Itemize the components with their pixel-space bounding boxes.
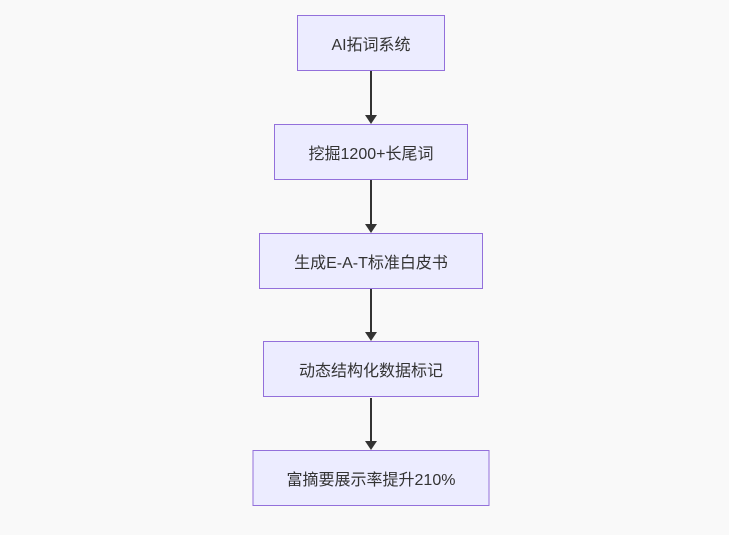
flow-node-label: 动态结构化数据标记 [298,363,443,380]
flow-node-rich-snippet-result: 富摘要展示率提升210% [252,450,490,506]
flow-edge-3 [365,289,377,341]
flow-node-longtail-mining: 挖掘1200+长尾词 [274,124,468,180]
flow-node-structured-data-markup: 动态结构化数据标记 [263,341,479,397]
flow-edge-1 [365,71,377,124]
flow-node-label: 富摘要展示率提升210% [286,472,456,489]
arrowhead-down-icon [365,115,377,124]
flow-node-label: 挖掘1200+长尾词 [308,146,434,163]
arrowhead-down-icon [365,441,377,450]
edge-line [370,71,372,115]
arrowhead-down-icon [365,332,377,341]
flow-node-eat-whitepaper: 生成E-A-T标准白皮书 [259,233,483,289]
flow-node-label: 生成E-A-T标准白皮书 [294,255,448,272]
arrowhead-down-icon [365,224,377,233]
flow-edge-4 [365,398,377,450]
edge-line [370,180,372,224]
flow-node-label: AI拓词系统 [331,37,411,54]
edge-line [370,398,372,441]
flow-edge-2 [365,180,377,233]
edge-line [370,289,372,332]
flow-node-ai-word-expansion: AI拓词系统 [297,15,445,71]
